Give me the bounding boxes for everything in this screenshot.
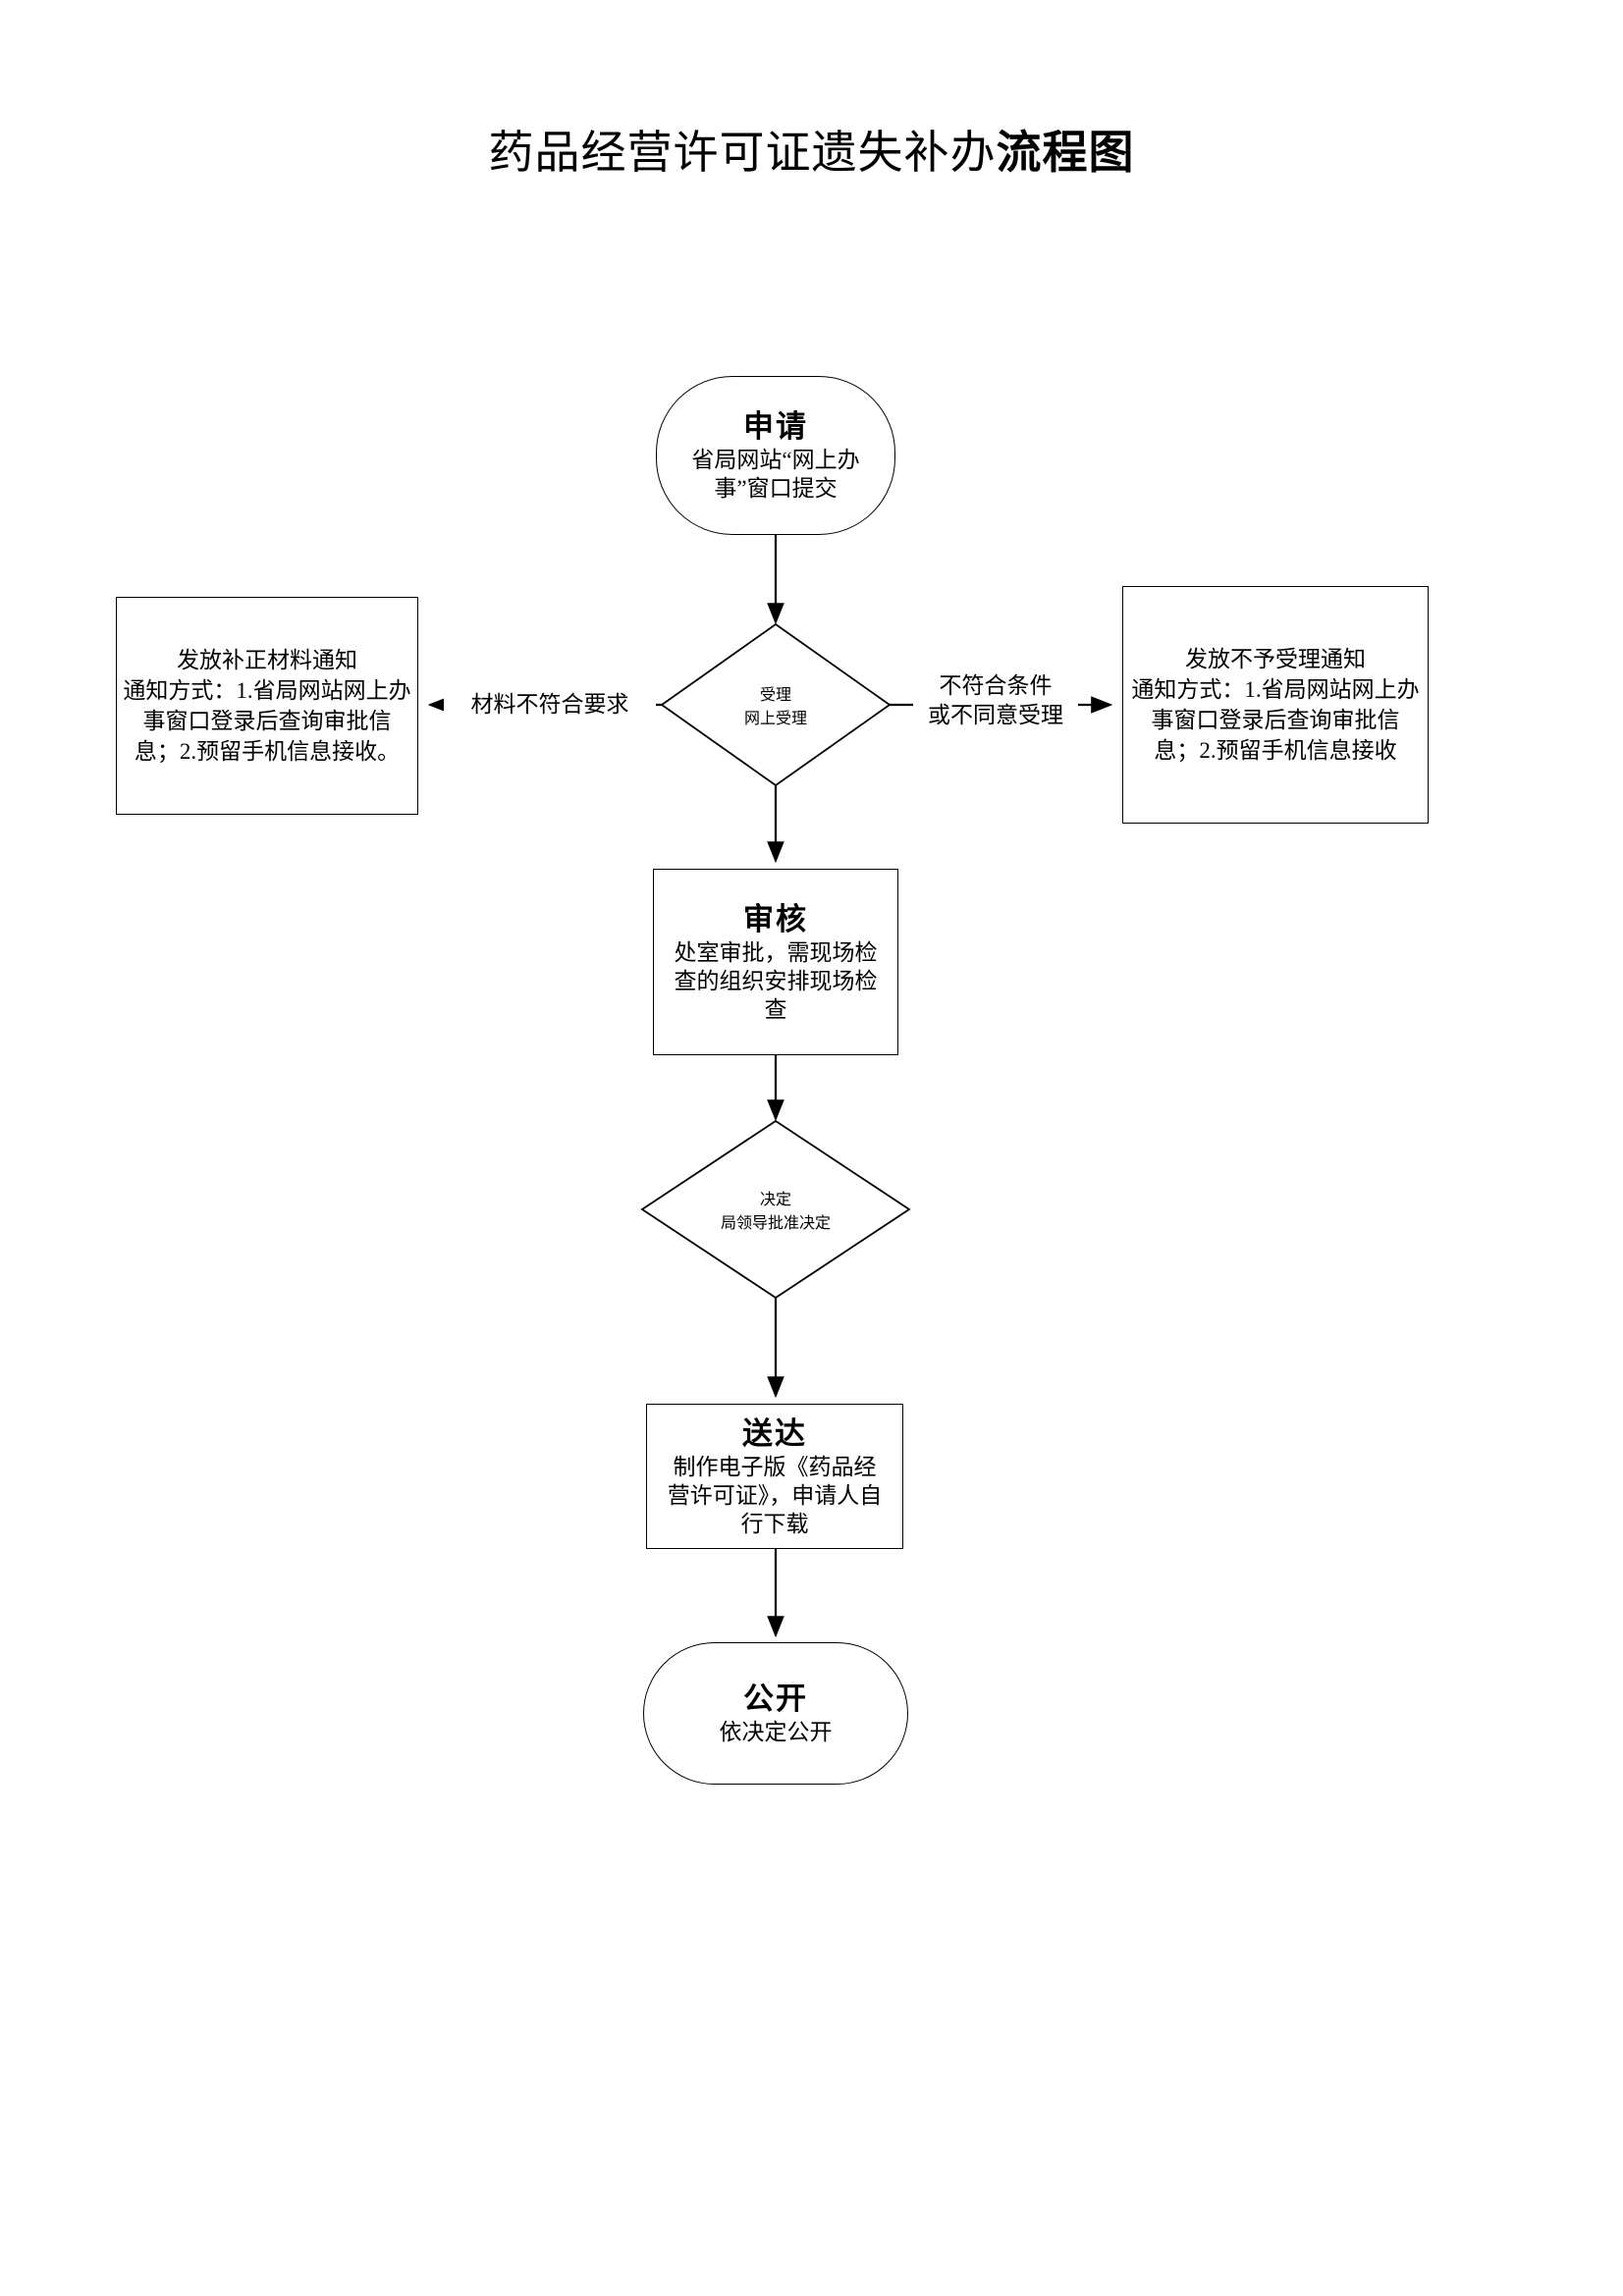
sidebox-correction-heading: 发放补正材料通知 bbox=[177, 648, 357, 672]
node-review[interactable]: 审核 处室审批，需现场检查的组织安排现场检查 bbox=[653, 869, 898, 1055]
sidebox-correction-notice[interactable]: 发放补正材料通知 通知方式：1.省局网站网上办事窗口登录后查询审批信息；2.预留… bbox=[116, 597, 418, 815]
edge-label-material-not-qualified: 材料不符合要求 bbox=[444, 690, 656, 720]
sidebox-rejection-notice[interactable]: 发放不予受理通知 通知方式：1.省局网站网上办事窗口登录后查询审批信息；2.预留… bbox=[1122, 586, 1429, 824]
page-title: 药品经营许可证遗失补办流程图 bbox=[0, 124, 1623, 183]
node-accept-title: 受理 bbox=[759, 687, 791, 704]
node-review-subtitle: 处室审批，需现场检查的组织安排现场检查 bbox=[674, 939, 878, 1022]
node-deliver-title: 送达 bbox=[742, 1415, 807, 1451]
node-accept-subtitle: 网上受理 bbox=[743, 711, 807, 727]
edge-label-not-eligible-line2: 或不同意受理 bbox=[928, 703, 1063, 727]
node-apply-title: 申请 bbox=[743, 409, 808, 444]
edge-label-not-eligible-line1: 不符合条件 bbox=[939, 673, 1053, 698]
page-title-bold: 流程图 bbox=[996, 128, 1135, 178]
node-apply-subtitle: 省局网站“网上办事”窗口提交 bbox=[691, 448, 860, 501]
node-decide[interactable]: 决定 局领导批准决定 bbox=[640, 1119, 911, 1300]
edge-label-material-text: 材料不符合要求 bbox=[470, 692, 629, 717]
sidebox-rejection-heading: 发放不予受理通知 bbox=[1185, 647, 1366, 671]
node-accept[interactable]: 受理 网上受理 bbox=[660, 622, 892, 787]
node-apply[interactable]: 申请 省局网站“网上办事”窗口提交 bbox=[656, 376, 895, 535]
sidebox-correction-body: 通知方式：1.省局网站网上办事窗口登录后查询审批信息；2.预留手机信息接收。 bbox=[123, 678, 411, 764]
page-title-normal: 药品经营许可证遗失补办 bbox=[488, 128, 997, 178]
node-deliver[interactable]: 送达 制作电子版《药品经营许可证》，申请人自行下载 bbox=[646, 1404, 903, 1549]
node-review-title: 审核 bbox=[743, 901, 808, 936]
edge-label-not-eligible: 不符合条件 或不同意受理 bbox=[913, 671, 1078, 730]
node-publish[interactable]: 公开 依决定公开 bbox=[643, 1642, 908, 1785]
sidebox-rejection-body: 通知方式：1.省局网站网上办事窗口登录后查询审批信息；2.预留手机信息接收 bbox=[1131, 677, 1420, 763]
node-decide-title: 决定 bbox=[759, 1192, 791, 1208]
node-publish-subtitle: 依决定公开 bbox=[719, 1720, 833, 1744]
node-deliver-subtitle: 制作电子版《药品经营许可证》，申请人自行下载 bbox=[667, 1454, 883, 1536]
node-decide-subtitle: 局领导批准决定 bbox=[720, 1215, 831, 1232]
node-publish-title: 公开 bbox=[743, 1682, 808, 1716]
